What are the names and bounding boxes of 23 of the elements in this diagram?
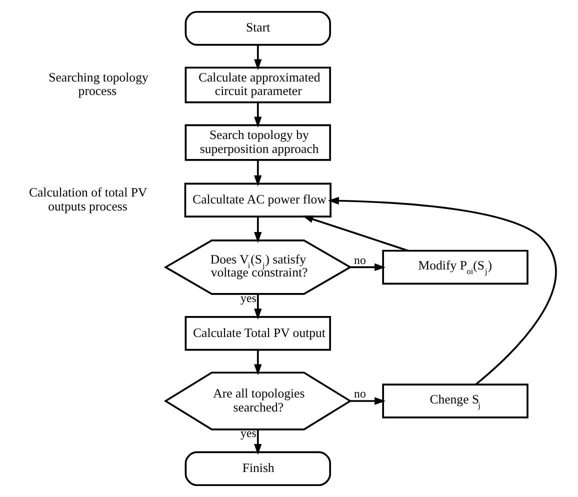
node-box: Start [184,10,332,46]
node-box: Finish [184,451,332,486]
label: Searching topology process [48,70,148,98]
arrow [254,102,262,128]
arrow [254,160,262,186]
edge-label: no [354,252,366,267]
node-box: Search topology by superposition approach [184,124,332,161]
arrow [328,196,556,386]
node-box: Calculate approximated circuit parameter [184,66,332,104]
node-box: Chenge S$_{j}$ [382,384,528,418]
label: Calculation of total PV outputs process [28,186,148,214]
arrow [254,350,262,376]
arrow [254,429,262,455]
arrow [254,294,262,320]
node-box: Modify P$_{oi}$(S$_{j}$) [382,250,528,285]
arrow [254,44,262,70]
node-box: Calculate Total PV output [184,316,332,351]
arrow [350,397,386,405]
node-box: Calcultate AC power flow [184,182,332,218]
arrow [350,263,386,272]
arrow [254,216,262,243]
arrow [302,216,409,252]
edge-label: no [354,386,366,401]
